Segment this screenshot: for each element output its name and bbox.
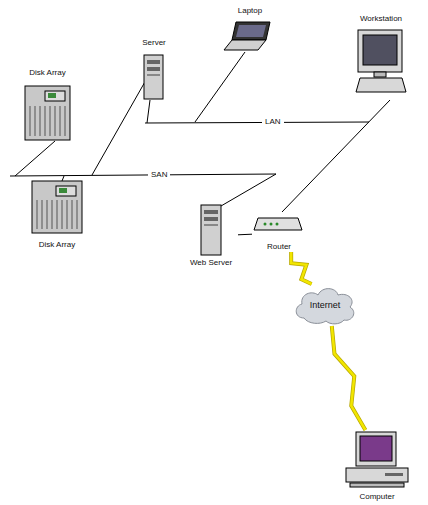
wireless-link	[291, 252, 311, 284]
wireless-link	[332, 326, 366, 430]
computer-node: Computer	[342, 430, 412, 502]
bolt-outline	[291, 252, 311, 284]
device-label: Computer	[332, 492, 422, 502]
web-server-node: Web Server	[184, 204, 238, 268]
lightning-bolt	[291, 252, 311, 284]
device-label: Web Server	[174, 258, 248, 268]
laptop-icon	[224, 22, 270, 50]
cable-line	[238, 234, 252, 236]
web-server-wire	[221, 174, 276, 206]
bus-label: LAN	[262, 117, 284, 127]
computer-icon	[346, 432, 408, 487]
device-label: Disk Array	[17, 240, 97, 250]
laptop-wire	[195, 52, 245, 122]
bus-label: SAN	[148, 170, 170, 180]
lan-bus	[145, 122, 369, 123]
workstation-icon	[356, 30, 406, 92]
lightning-bolt	[332, 326, 366, 430]
server-san-wire	[92, 80, 146, 175]
server-lan-drop	[147, 100, 150, 123]
router-icon	[254, 218, 302, 230]
server-icon	[144, 55, 163, 99]
disk-array-icon	[32, 181, 82, 233]
disk-array-wire	[15, 141, 55, 176]
disk-array-node: Disk Array	[27, 180, 87, 250]
disk-array-node: Disk Array	[20, 68, 75, 141]
internet-cloud: Internet	[292, 284, 358, 326]
workstation-node: Workstation	[352, 14, 410, 94]
device-label: Server	[125, 38, 183, 48]
bus-wires	[10, 52, 390, 212]
device-label: Router	[242, 242, 316, 252]
disk-array-icon	[25, 86, 70, 140]
device-label: Disk Array	[10, 68, 85, 78]
device-label: Laptop	[212, 6, 288, 16]
device-label: Workstation	[342, 14, 420, 24]
san-bus	[10, 174, 276, 176]
laptop-node: Laptop	[222, 6, 278, 52]
web-server-icon	[201, 205, 221, 255]
disk-array-drop	[62, 176, 64, 181]
device-label: Internet	[282, 300, 368, 310]
workstation-wire	[282, 100, 390, 212]
router-node: Router	[252, 214, 306, 252]
server-node: Server	[135, 38, 173, 100]
bolt-outline	[332, 326, 366, 430]
network-link	[238, 234, 252, 236]
